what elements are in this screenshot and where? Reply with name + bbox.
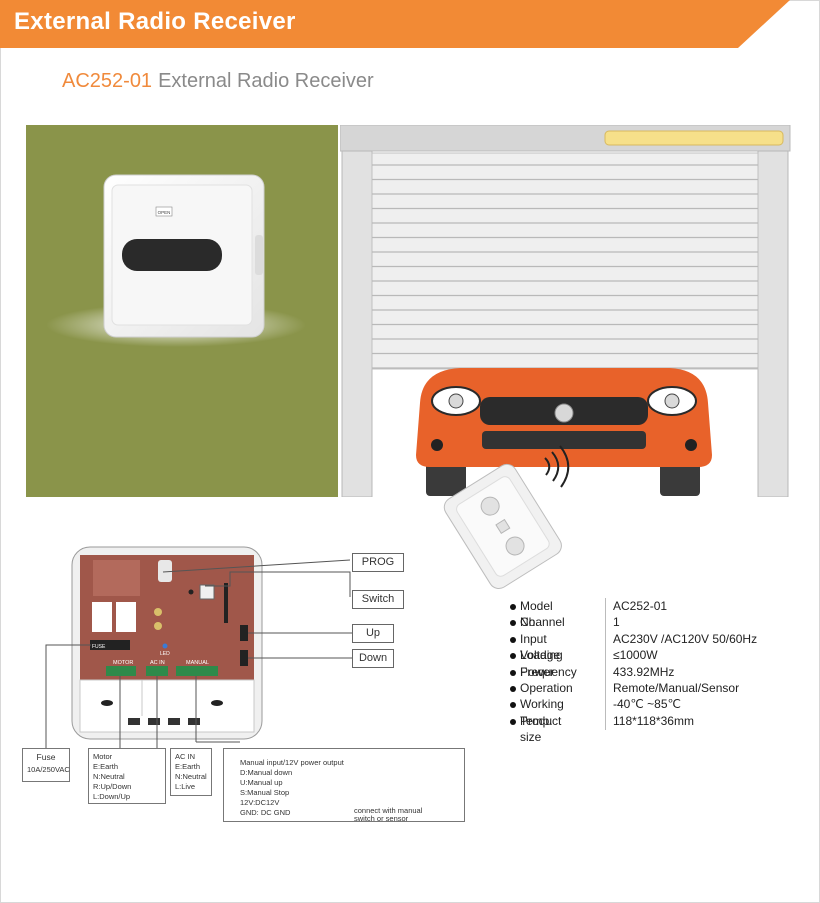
note-line: L:Down/Up <box>93 792 131 801</box>
note-line: GND: DC GND <box>240 808 291 817</box>
door-motor-tube <box>604 130 784 146</box>
up-button <box>240 625 248 641</box>
spec-key: Frequency <box>520 664 577 679</box>
note-line: N:Neutral <box>93 772 125 781</box>
bullet-icon <box>510 685 516 692</box>
subtitle-name: External Radio Receiver <box>158 70 374 92</box>
note-line: Motor <box>93 752 113 761</box>
relay-2 <box>116 602 136 632</box>
spec-key: Input Voltage <box>520 631 561 663</box>
spec-value: Remote/Manual/Sensor <box>613 680 740 695</box>
connect-line-2: switch or sensor <box>354 814 409 823</box>
spec-key: Operation <box>520 680 573 695</box>
bullet-icon <box>510 718 516 725</box>
bullet-icon <box>510 669 516 676</box>
spec-key: Model No. <box>520 599 553 630</box>
open-icon <box>155 206 173 217</box>
spec-value: AC230V /AC120V 50/60Hz <box>613 631 758 646</box>
manual-terminal <box>176 666 218 676</box>
header-band <box>0 0 790 48</box>
down-label: Down <box>352 649 394 668</box>
side-button <box>255 235 263 275</box>
led-indicator <box>162 643 168 649</box>
note-line: N:Neutral <box>175 772 207 781</box>
motor-terminal <box>106 666 136 676</box>
product-photo: OPEN <box>26 125 338 497</box>
note-line: R:Up/Down <box>93 782 132 791</box>
garage-illustration <box>339 124 792 498</box>
note-line: L:Live <box>175 782 196 791</box>
spec-key: Product size <box>520 713 562 745</box>
spec-value: 433.92MHz <box>613 664 675 679</box>
spec-key: Channel <box>520 615 565 630</box>
spec-key: Working Temp. <box>520 697 564 728</box>
connect-note: connect with manual switch or sensor <box>354 806 422 824</box>
note-line: AC IN <box>175 752 196 761</box>
up-label: Up <box>352 624 394 643</box>
bullet-icon <box>510 620 516 627</box>
device-display-window <box>122 239 222 271</box>
car-image <box>416 368 712 496</box>
note-line: 12V:DC12V <box>240 798 280 807</box>
relay-1 <box>92 602 112 632</box>
fuse-board-label: FUSE <box>92 644 106 650</box>
bullet-icon <box>510 604 516 610</box>
spec-value: -40℃ ~85℃ <box>613 697 681 712</box>
receiver-device-image: OPEN <box>46 174 306 347</box>
note-line: D:Manual down <box>240 768 293 777</box>
note-line: S:Manual Stop <box>240 788 290 797</box>
bullet-icon <box>510 702 516 709</box>
prog-label: PROG <box>352 553 404 572</box>
fuse-note-rating: 10A/250VAC <box>27 765 70 774</box>
fuse-note: Fuse 10A/250VAC <box>22 748 70 782</box>
down-button <box>240 650 248 666</box>
motor-terminal-label: MOTOR <box>113 660 133 666</box>
note-line: U:Manual up <box>240 778 283 787</box>
spec-value: AC252-01 <box>613 599 668 613</box>
subtitle-model: AC252-01 <box>62 70 153 92</box>
note-line: E:Earth <box>175 762 201 771</box>
spec-value: 1 <box>613 615 620 630</box>
acin-terminal <box>146 666 168 676</box>
connect-line-1: connect with manual <box>354 806 423 815</box>
bullet-icon <box>510 653 516 660</box>
switch-label: Switch <box>352 590 404 609</box>
note-line: E:Earth <box>93 762 119 771</box>
fuse-note-title: Fuse <box>36 752 56 762</box>
spec-value: ≤1000W <box>613 648 658 663</box>
spec-value: 118*118*36mm <box>613 713 694 728</box>
open-icon-label: OPEN <box>158 210 171 215</box>
header-title: External Radio Receiver <box>14 8 296 35</box>
spec-key: Loading Power <box>520 648 563 679</box>
led-label: LED <box>160 651 170 657</box>
acin-terminal-label: AC IN <box>150 660 165 666</box>
spec-separator <box>605 598 606 730</box>
note-line: Manual input/12V power output <box>240 758 344 767</box>
manual-terminal-label: MANUAL <box>186 660 209 666</box>
bullet-icon <box>510 636 516 643</box>
